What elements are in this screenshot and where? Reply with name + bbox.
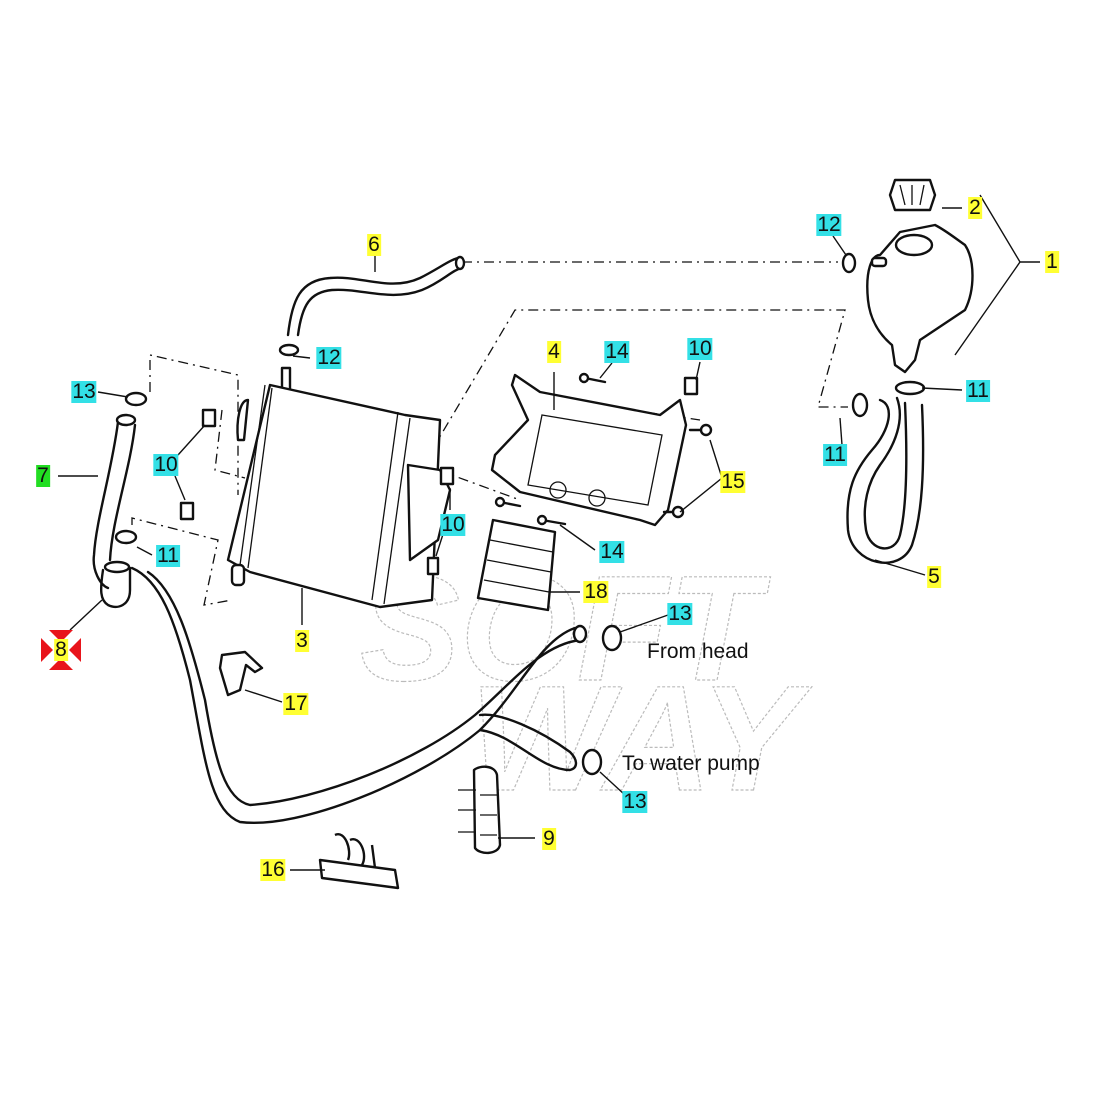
callout-7: 7: [36, 464, 50, 487]
callout-5: 5: [927, 565, 941, 588]
part-tank-hose: [846, 380, 926, 564]
callout-9: 9: [542, 827, 556, 850]
callout-8: 8: [54, 638, 68, 661]
clips-10: [179, 376, 699, 576]
callout-16: 16: [260, 858, 286, 881]
callout-17: 17: [283, 692, 309, 715]
callout-13-upper-hose: 13: [71, 380, 97, 403]
callout-13-from-head: 13: [667, 602, 693, 625]
clamp-12-radiator: [278, 343, 300, 357]
callout-18: 18: [583, 580, 609, 603]
clamp-11-tank-top: [894, 380, 926, 396]
part-expansion-tank: [841, 178, 974, 374]
callout-10-radiator: 10: [440, 513, 466, 536]
clamp-11-upper: [114, 529, 138, 545]
part-lower-hose: [99, 560, 623, 825]
callout-3: 3: [295, 629, 309, 652]
callout-1: 1: [1045, 250, 1059, 273]
clip-10-upper: [201, 408, 217, 428]
clip-10-radiator: [439, 466, 455, 486]
watermark: SOFT WAY: [359, 543, 813, 822]
callout-11-tank-side: 11: [823, 443, 847, 466]
callout-13-to-pump: 13: [622, 790, 648, 813]
clamp-13-to-pump: [581, 748, 603, 776]
clamp-13-from-head: [601, 624, 623, 652]
callout-4: 4: [547, 340, 561, 363]
callout-15: 15: [720, 470, 746, 493]
part-holder-9: [458, 765, 502, 855]
callout-14-top: 14: [604, 340, 630, 363]
callout-10-bracket: 10: [687, 337, 713, 360]
callout-2: 2: [968, 196, 982, 219]
callout-12-radiator: 12: [316, 346, 342, 369]
warning-marker-icon: [41, 630, 81, 670]
note-to-water-pump: To water pump: [622, 752, 760, 775]
leader-lines: [58, 194, 1040, 871]
fasteners: [494, 372, 713, 526]
part-overflow-hose: [286, 255, 466, 337]
part-upper-hose: [92, 391, 148, 590]
clamp-11-tank-side: [851, 392, 869, 418]
callout-6: 6: [367, 233, 381, 256]
callout-10-left: 10: [153, 453, 179, 476]
clip-10-radiator-bottom: [426, 556, 440, 576]
clamp-13-upper: [124, 391, 148, 407]
part-bracket: [490, 373, 688, 527]
callout-11-tank-top: 11: [966, 379, 990, 402]
clamp-12-tank: [841, 252, 857, 274]
part-radiator: [226, 366, 452, 609]
callout-12-tank: 12: [816, 213, 842, 236]
clip-10-bracket: [683, 376, 699, 396]
callout-14-bottom: 14: [599, 540, 625, 563]
callout-11-upper-hose: 11: [156, 544, 180, 567]
clip-10-lower: [179, 501, 195, 521]
part-clip-17: [218, 650, 264, 697]
note-from-head: From head: [647, 640, 749, 663]
part-grille: [476, 518, 557, 612]
part-holder-16: [318, 833, 400, 890]
